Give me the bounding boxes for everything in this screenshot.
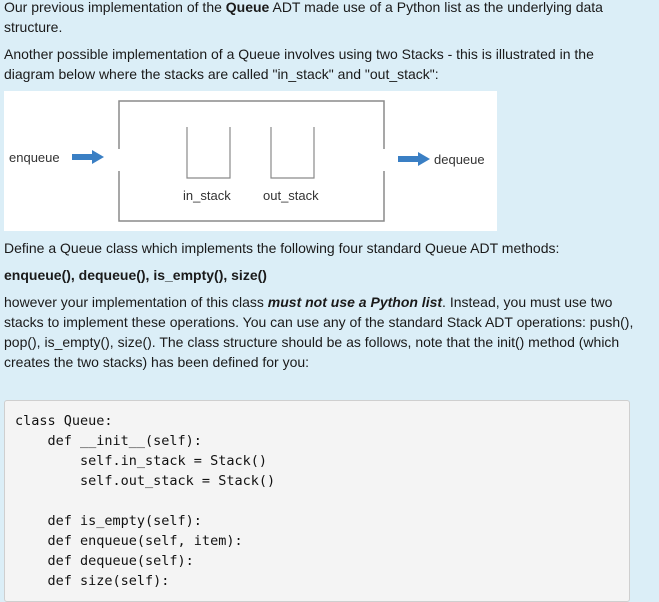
out-stack-shape bbox=[270, 127, 315, 179]
intro-text: Our previous implementation of the bbox=[4, 0, 226, 15]
constraint-paragraph: however your implementation of this clas… bbox=[4, 292, 644, 372]
code-line: def size(self): bbox=[15, 573, 170, 589]
enqueue-arrow-icon bbox=[72, 150, 104, 164]
code-line: class Queue: bbox=[15, 413, 113, 429]
two-stack-queue-diagram: enqueue dequeue in_stack out_stack bbox=[4, 91, 497, 231]
code-line: self.in_stack = Stack() bbox=[15, 453, 267, 469]
constraint-text: however your implementation of this clas… bbox=[4, 294, 268, 310]
in-stack-shape bbox=[186, 127, 231, 179]
dequeue-label: dequeue bbox=[434, 152, 485, 167]
intro-paragraph-2: Another possible implementation of a Que… bbox=[4, 46, 594, 82]
code-line: def dequeue(self): bbox=[15, 553, 194, 569]
in-stack-label: in_stack bbox=[183, 188, 231, 203]
code-listing: class Queue: def __init__(self): self.in… bbox=[15, 411, 275, 591]
method-list: enqueue(), dequeue(), is_empty(), size() bbox=[4, 267, 267, 283]
intro-paragraph-1: Our previous implementation of the Queue… bbox=[4, 0, 644, 37]
intro-text-end: ADT made use of a Python list as the und… bbox=[4, 0, 603, 35]
diagram-graphic bbox=[72, 100, 430, 222]
box-bottom-edge bbox=[118, 171, 385, 222]
constraint-text-end: . Instead, you must use two stacks to im… bbox=[4, 294, 634, 370]
task-paragraph: Define a Queue class which implements th… bbox=[4, 240, 560, 256]
dequeue-arrow-icon bbox=[398, 152, 430, 166]
code-line bbox=[15, 491, 275, 511]
box-top-edge bbox=[118, 100, 385, 149]
out-stack-label: out_stack bbox=[263, 188, 319, 203]
code-block[interactable]: class Queue: def __init__(self): self.in… bbox=[4, 400, 630, 602]
enqueue-label: enqueue bbox=[9, 150, 60, 165]
code-line: def __init__(self): bbox=[15, 433, 202, 449]
code-line: def enqueue(self, item): bbox=[15, 533, 243, 549]
constraint-emphasis: must not use a Python list bbox=[267, 294, 443, 310]
queue-term: Queue bbox=[225, 0, 270, 15]
code-line: self.out_stack = Stack() bbox=[15, 473, 276, 489]
code-line: def is_empty(self): bbox=[15, 513, 202, 529]
